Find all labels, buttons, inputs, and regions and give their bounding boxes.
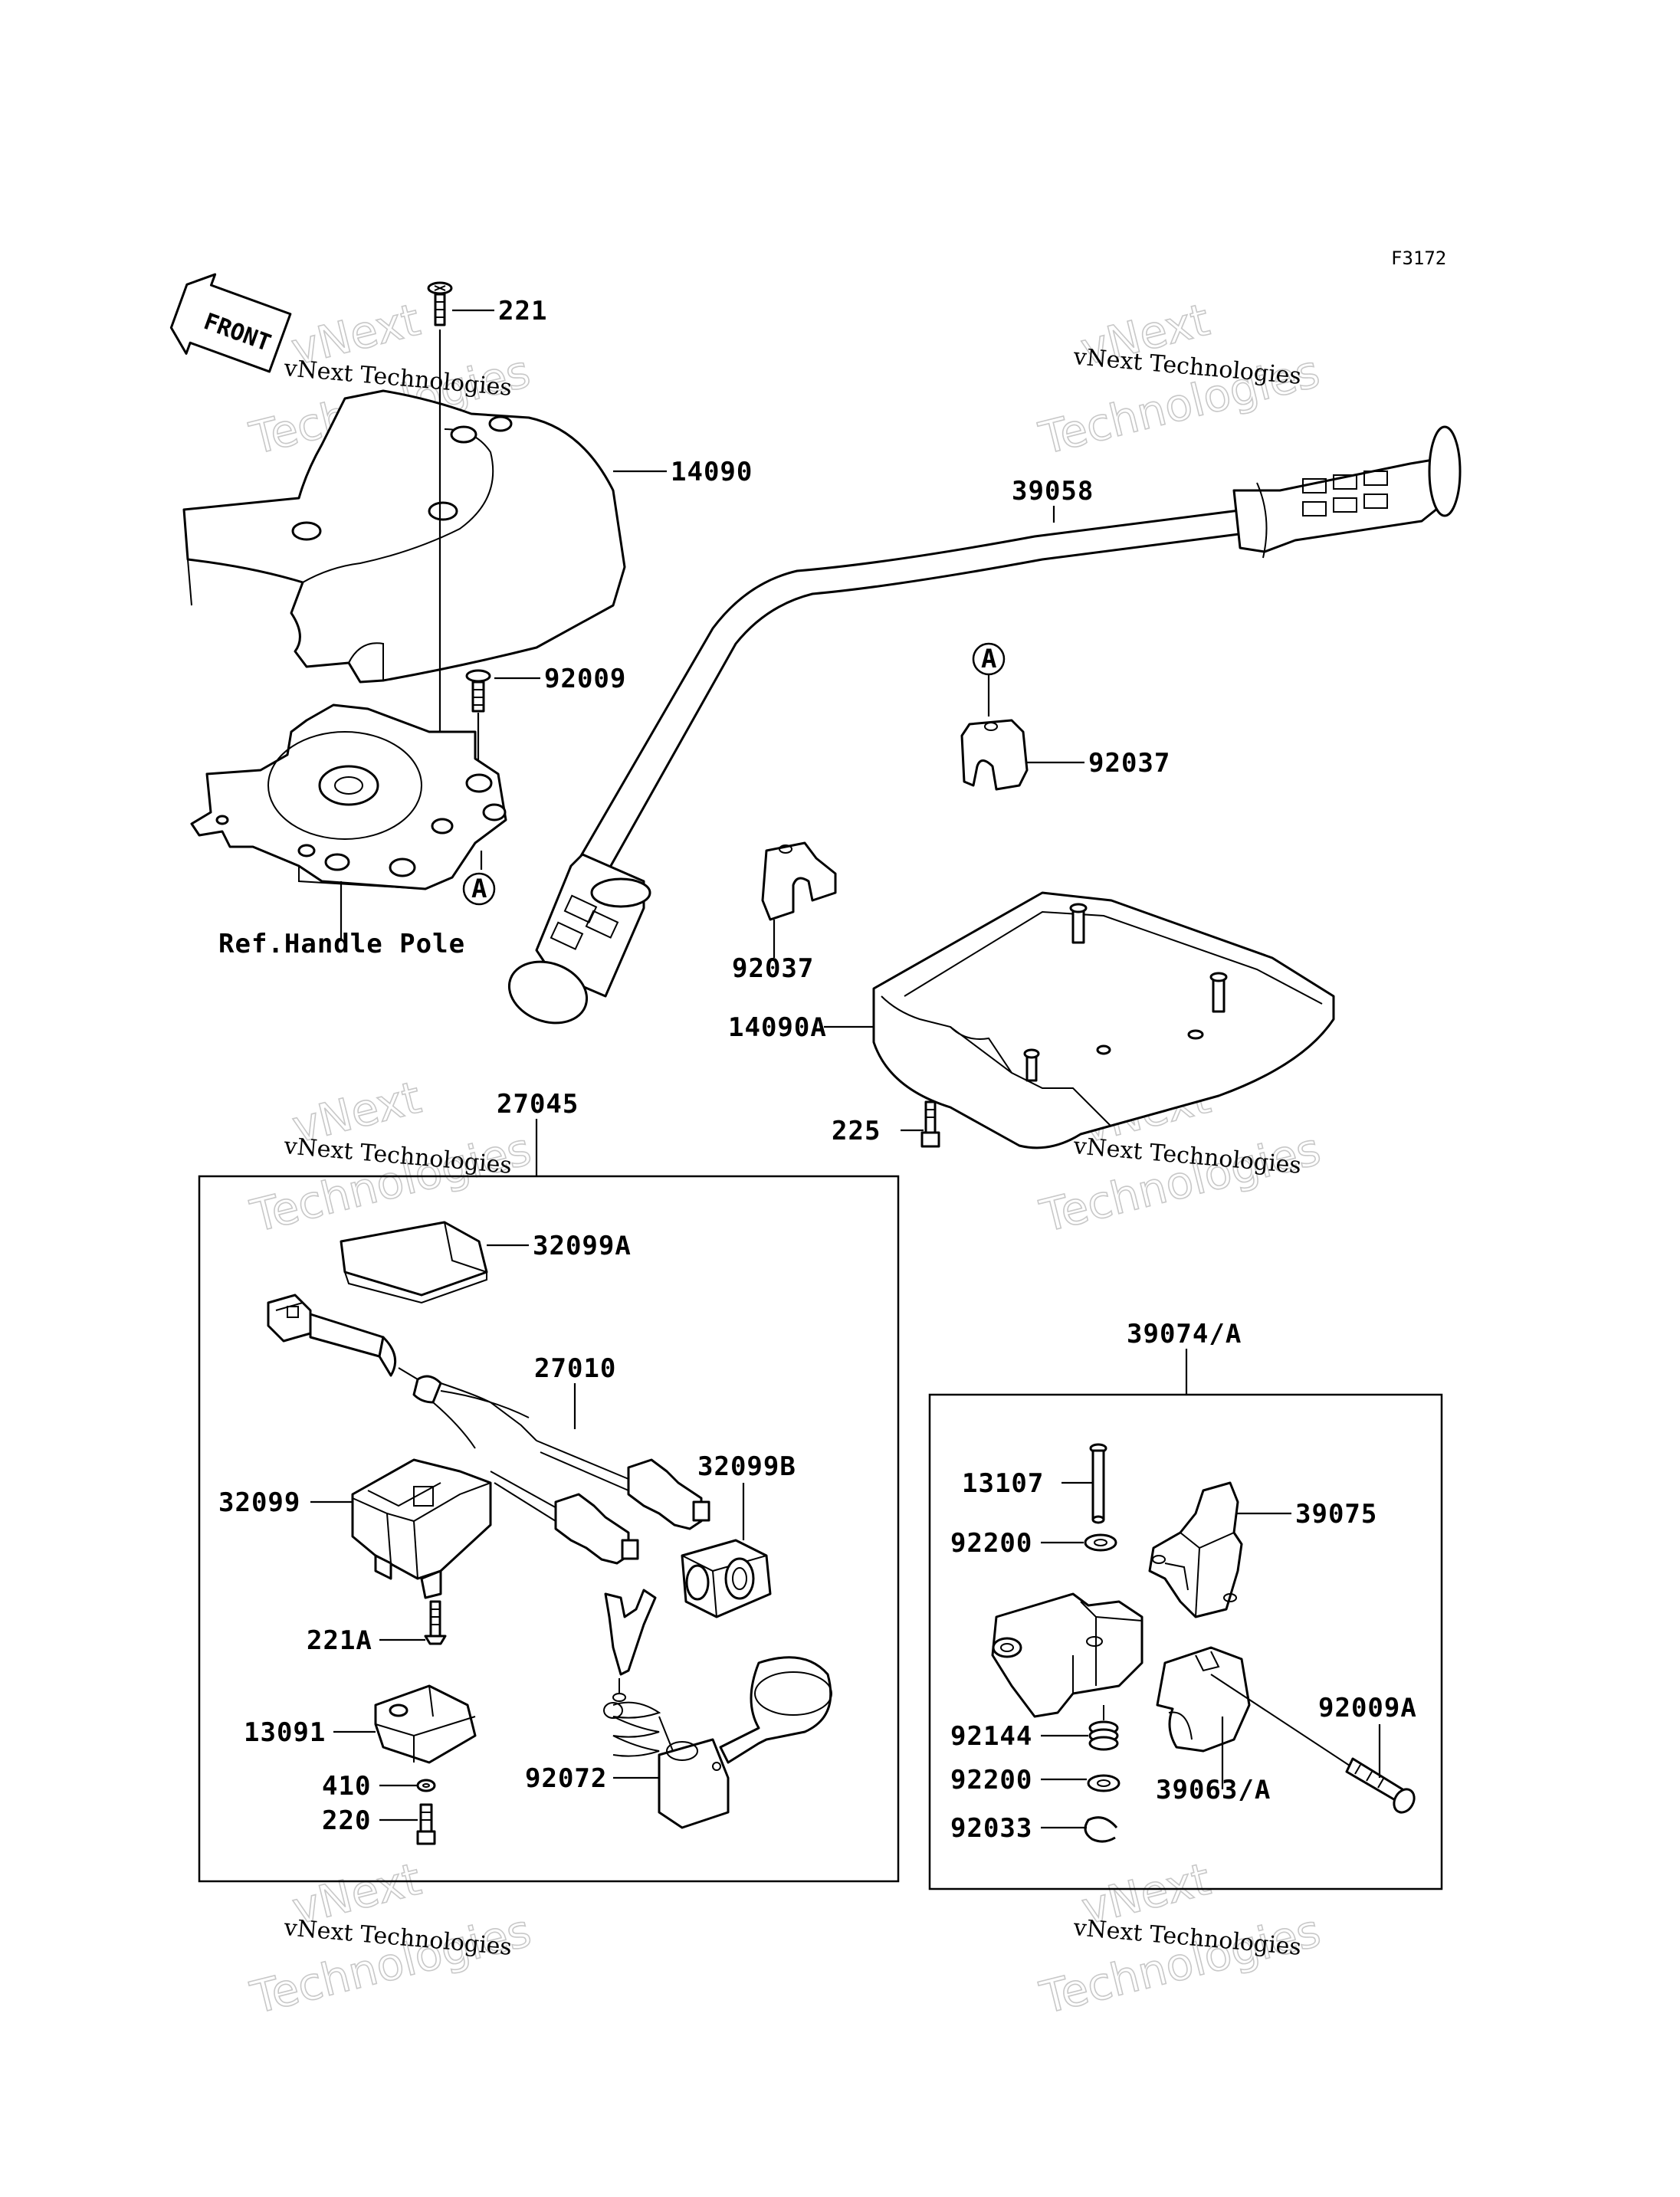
screw-92009A-icon: [1210, 1674, 1416, 1814]
screw-221A-icon: [424, 1600, 447, 1645]
callout-92037-left: 92037: [732, 953, 814, 984]
cover-14090: [182, 389, 626, 684]
callout-410: 410: [322, 1771, 371, 1802]
pin-13107-icon: [1089, 1443, 1107, 1524]
callout-32099B: 32099B: [697, 1451, 796, 1482]
callout-221: 221: [498, 296, 547, 326]
front-arrow-icon: FRONT: [169, 273, 292, 373]
spring-92144-icon: [1088, 1705, 1119, 1751]
lanyard-92072: [603, 1589, 832, 1829]
throttle-housing: [991, 1592, 1144, 1718]
callout-39074A: 39074/A: [1127, 1319, 1242, 1349]
holder-32099B: [681, 1539, 772, 1618]
callout-14090: 14090: [671, 457, 753, 487]
callout-92009A: 92009A: [1318, 1693, 1417, 1723]
callout-39075: 39075: [1295, 1499, 1377, 1530]
clamp-13091: [374, 1684, 477, 1764]
callout-39058: 39058: [1012, 476, 1094, 507]
cap-39063A: [1156, 1646, 1251, 1753]
callout-221A: 221A: [307, 1625, 372, 1656]
figure-code: F3172: [1391, 248, 1446, 269]
callout-32099A: 32099A: [533, 1231, 632, 1261]
callout-32099: 32099: [218, 1487, 300, 1518]
callout-92037-right: 92037: [1088, 748, 1170, 779]
harness-27010: [267, 1294, 710, 1565]
bolt-220-icon: [416, 1803, 436, 1845]
callout-225: 225: [832, 1116, 881, 1146]
screw-225-icon: [920, 1100, 940, 1148]
callout-92144: 92144: [950, 1721, 1032, 1752]
callout-27045: 27045: [497, 1089, 579, 1120]
cover-14090A: [872, 891, 1335, 1149]
callout-92072: 92072: [525, 1763, 607, 1794]
callout-13091: 13091: [244, 1717, 326, 1748]
callout-92033: 92033: [950, 1813, 1032, 1844]
callout-27010: 27010: [534, 1353, 616, 1384]
clamp-92037-left: [761, 841, 837, 921]
callout-92009: 92009: [544, 664, 626, 694]
handle-pole-plate: [190, 703, 507, 890]
group-box-27045: [198, 1175, 900, 1883]
washer-92200-upper-icon: [1084, 1533, 1117, 1552]
callout-a-2: A: [981, 644, 997, 674]
washer-410-icon: [416, 1779, 436, 1792]
clamp-92037-right: [960, 719, 1029, 791]
screw-92009-icon: [465, 669, 491, 713]
callout-39063A: 39063/A: [1156, 1775, 1271, 1805]
cover-32099A: [340, 1221, 488, 1304]
callout-14090A: 14090A: [728, 1012, 827, 1043]
lever-39075: [1148, 1481, 1243, 1618]
screw-221-icon: [427, 281, 453, 326]
handlebar-39058: [507, 425, 1462, 1025]
ref-handle-pole-note: Ref.Handle Pole: [218, 929, 465, 959]
callout-92200-upper: 92200: [950, 1528, 1032, 1559]
eclip-92033-icon: [1084, 1816, 1118, 1843]
callout-220: 220: [322, 1805, 371, 1836]
switch-housing-32099: [351, 1458, 492, 1599]
callout-a-1: A: [471, 874, 487, 904]
callout-92200-lower: 92200: [950, 1765, 1032, 1795]
washer-92200-lower-icon: [1087, 1774, 1121, 1792]
callout-13107: 13107: [962, 1468, 1044, 1499]
